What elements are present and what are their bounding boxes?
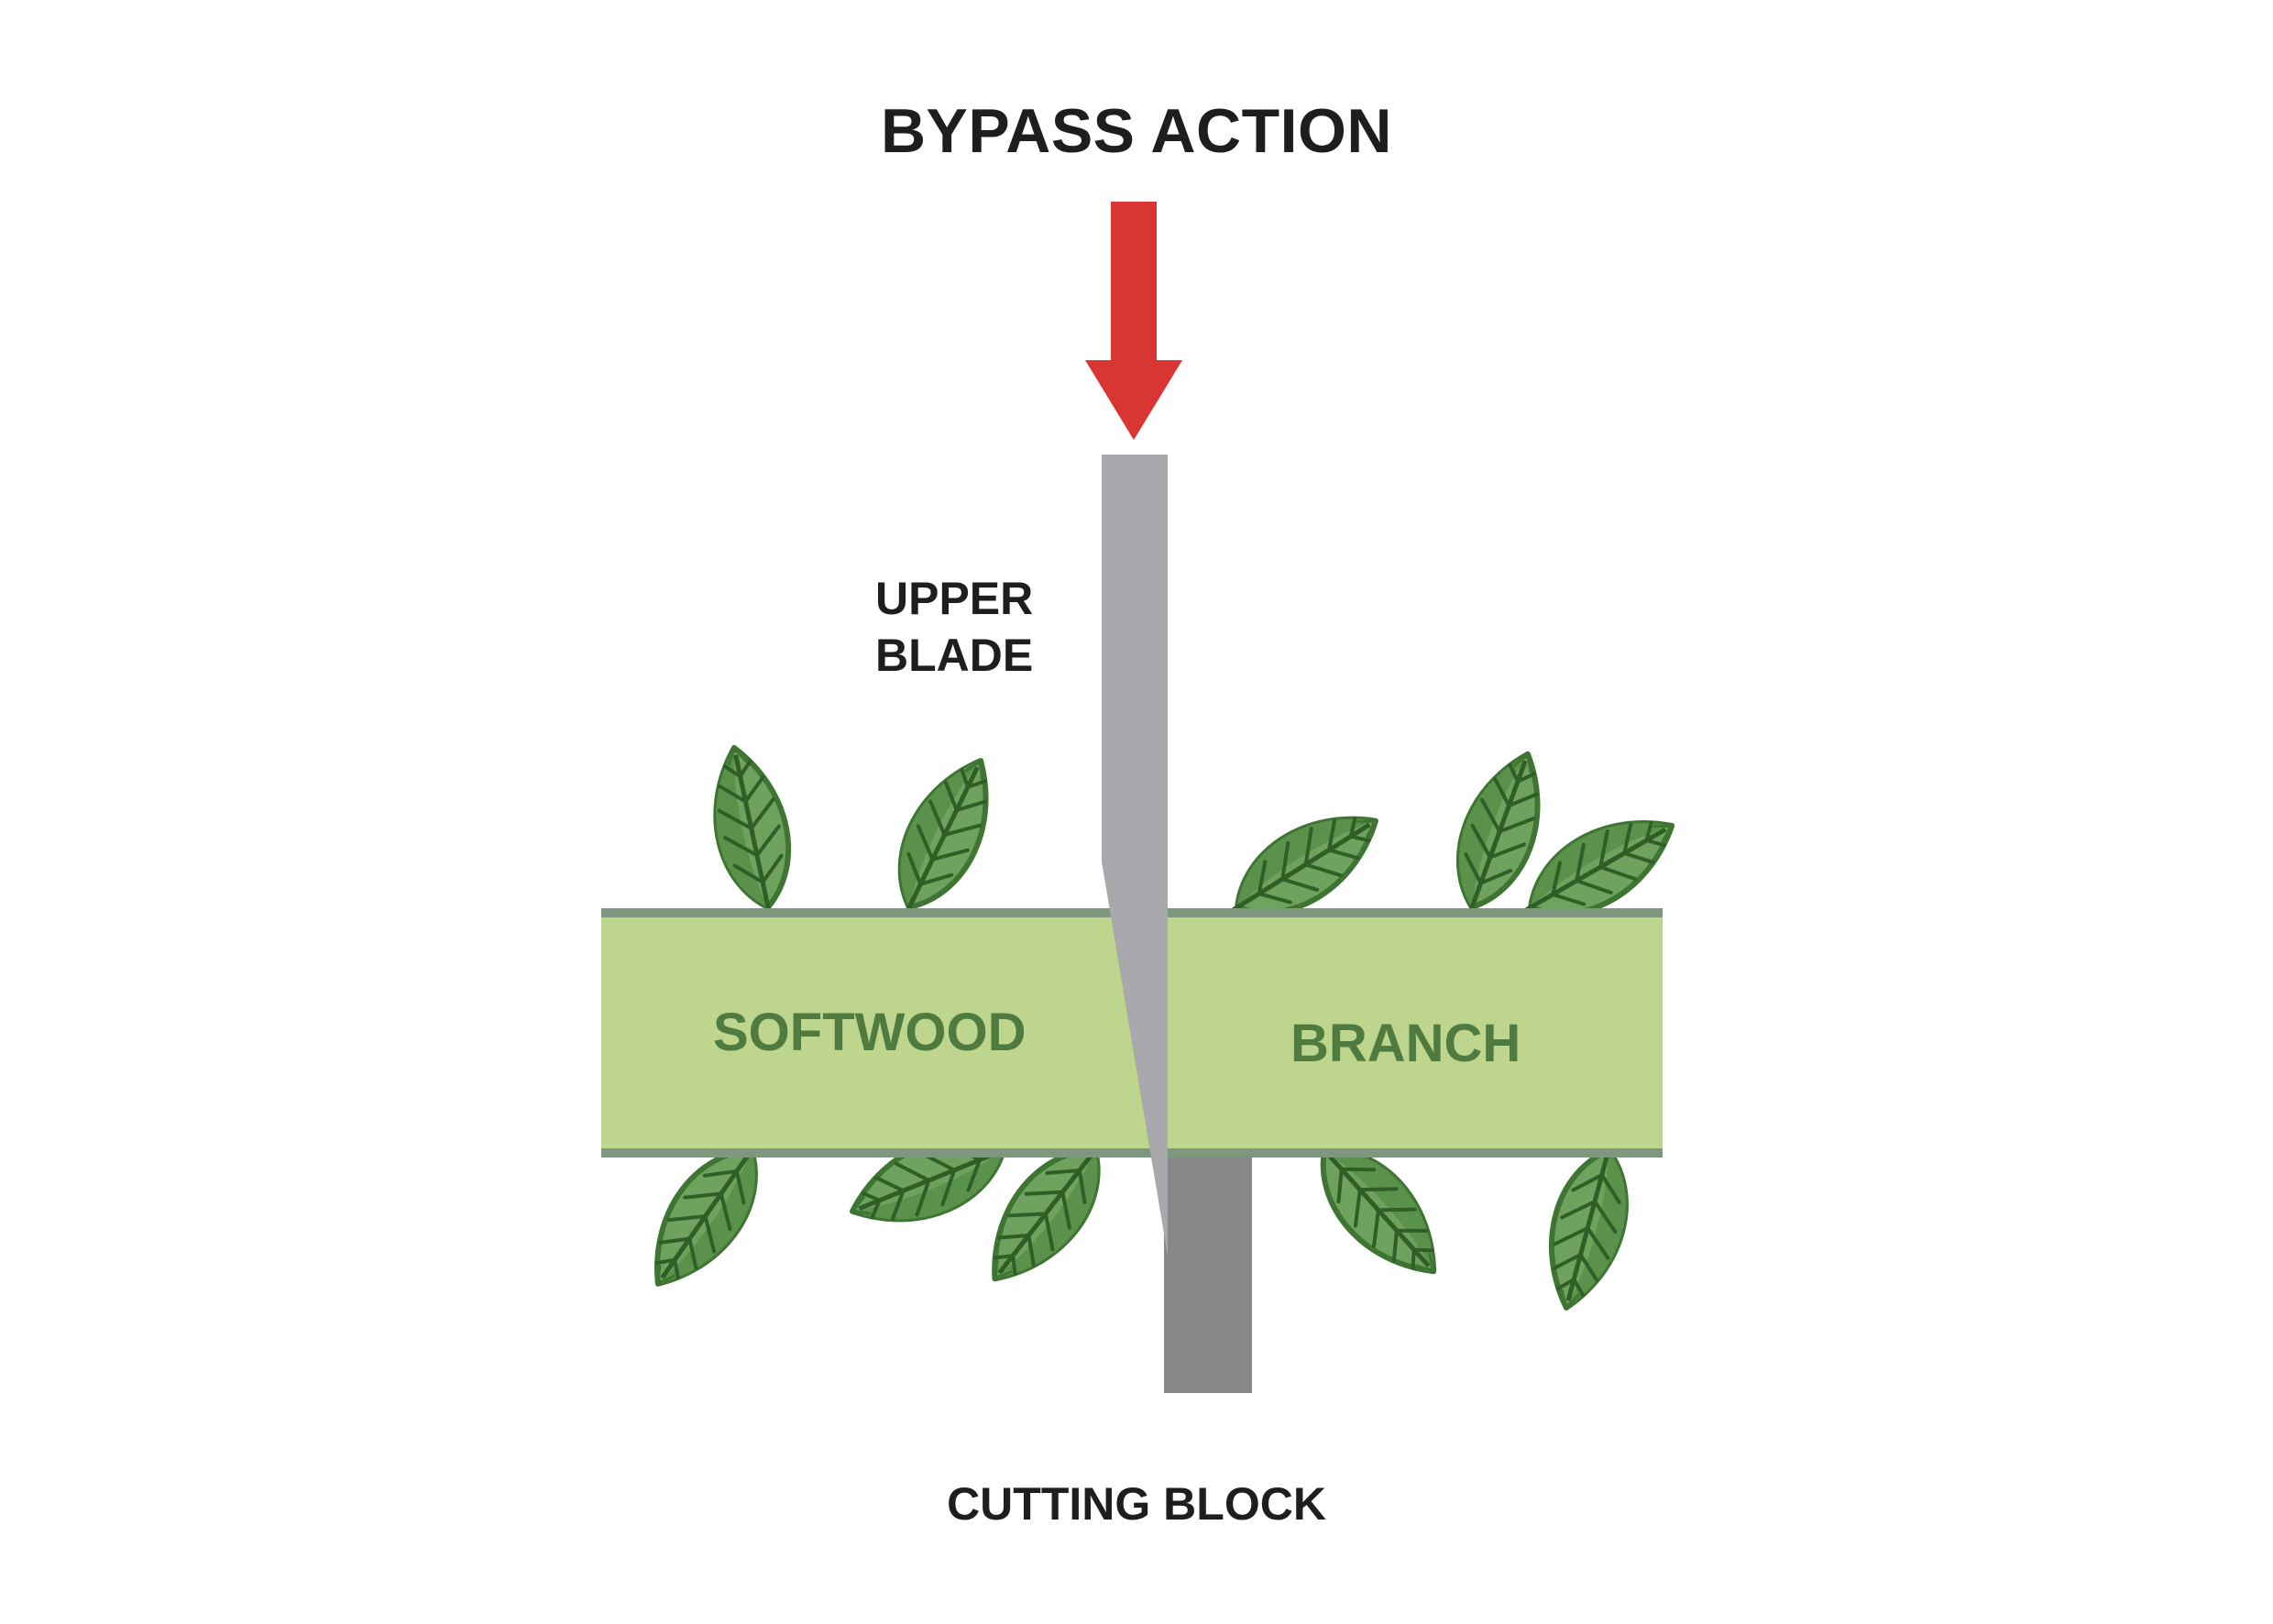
leaf bbox=[876, 746, 1012, 927]
leaf bbox=[1533, 1136, 1643, 1316]
upper-blade-label-line-2: BLADE bbox=[875, 630, 1034, 681]
cutting-block-shape bbox=[1164, 1150, 1252, 1393]
upper-blade-label-line-1: UPPER bbox=[875, 573, 1034, 624]
upper-blade-label: UPPER BLADE bbox=[875, 570, 1033, 684]
softwood-label: SOFTWOOD bbox=[713, 1003, 1027, 1062]
diagram-title: BYPASS ACTION bbox=[880, 96, 1393, 166]
branch-label: BRANCH bbox=[1290, 1014, 1521, 1073]
leaf bbox=[700, 741, 803, 920]
upper-blade-shape bbox=[1102, 455, 1168, 1256]
cutting-block-label: CUTTING BLOCK bbox=[947, 1478, 1326, 1530]
down-arrow-icon bbox=[1085, 202, 1182, 440]
